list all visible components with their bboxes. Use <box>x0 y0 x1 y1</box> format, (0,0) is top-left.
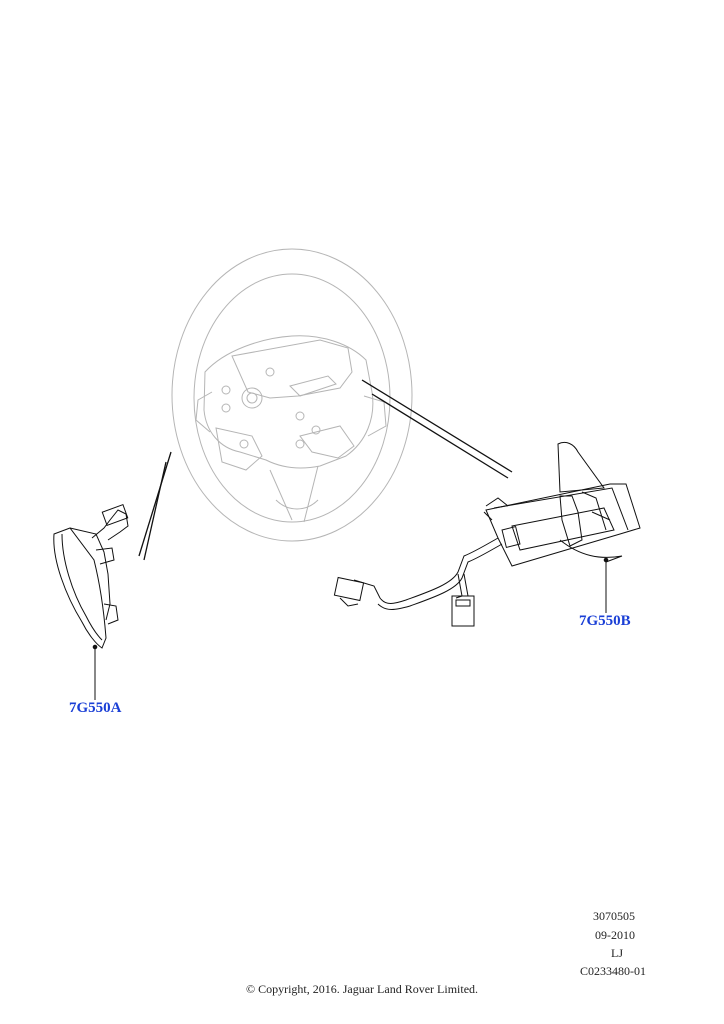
paddle-switch-right-with-harness <box>333 441 641 627</box>
illustrator-initials: LJ <box>611 946 623 960</box>
steering-wheel-ghost <box>171 248 413 542</box>
leader-lines <box>138 379 513 561</box>
illustration-date: 09-2010 <box>595 928 635 942</box>
callout-7g550b[interactable]: 7G550B <box>579 613 631 629</box>
illustration-code: C0233480-01 <box>580 964 646 978</box>
illustration-number: 3070505 <box>593 909 635 923</box>
copyright-notice: © Copyright, 2016. Jaguar Land Rover Lim… <box>245 982 479 996</box>
callout-7g550a[interactable]: 7G550A <box>69 700 122 716</box>
paddle-switch-left <box>53 504 129 700</box>
